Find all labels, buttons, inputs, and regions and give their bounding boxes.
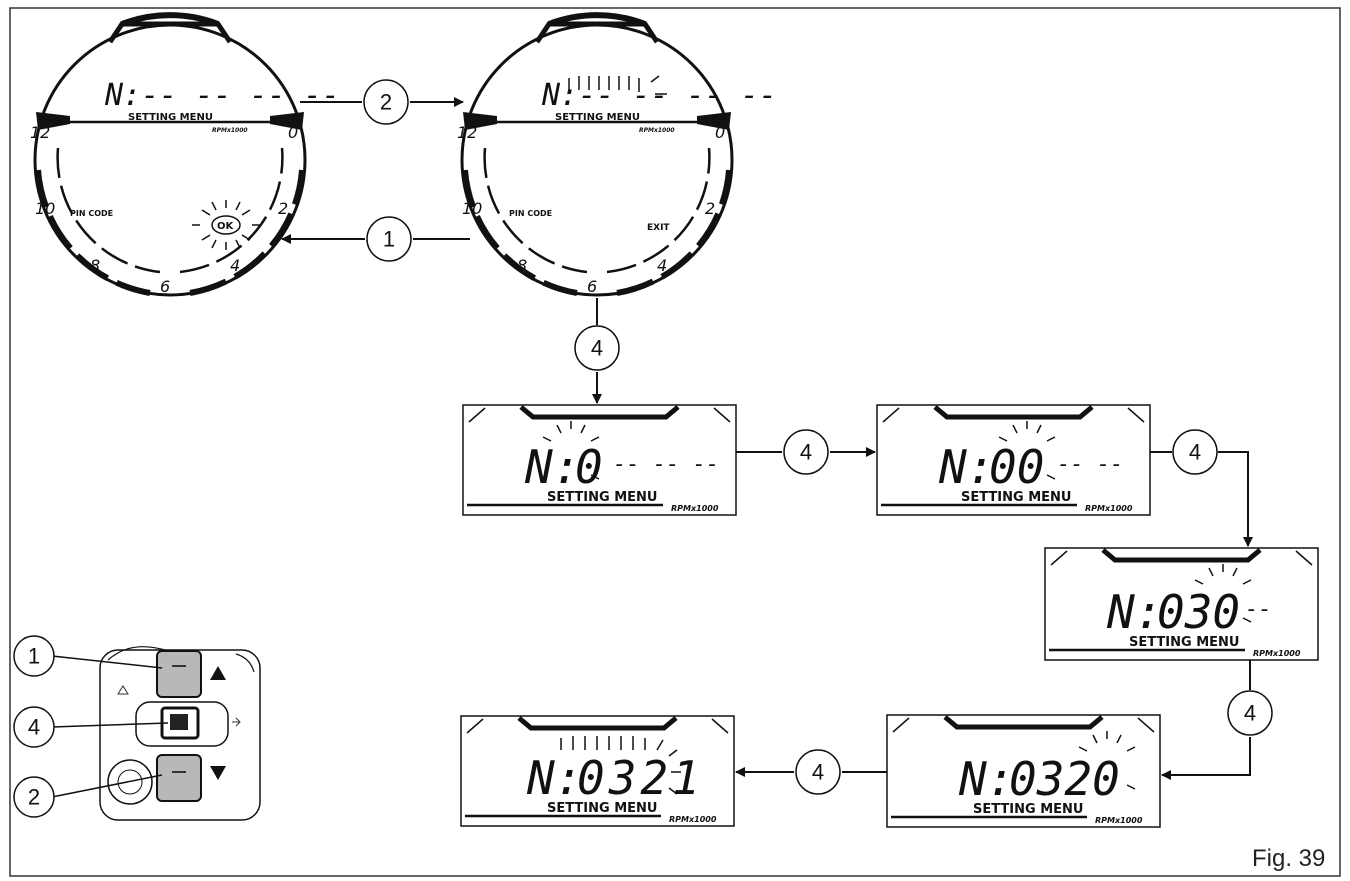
lcd-screen-2: N: 00 -- -- SETTING MENU RPMx1000 [876, 404, 1151, 516]
down-button[interactable] [156, 754, 202, 802]
lcd-screen-3-menu-label: SETTING MENU [1129, 635, 1239, 650]
lcd-screen-3-prefix: N: [1106, 585, 1162, 639]
gauge-2-left-label: PIN CODE [509, 209, 552, 218]
gauge-2: N:-- -- -- -- SETTING MENU RPMx1000 PIN … [457, 12, 777, 297]
gauge-2-tick-8: 8 [517, 256, 527, 275]
lcd-screen-4-prefix: N: [958, 752, 1014, 806]
lcd-screen-5-prefix: N: [526, 751, 582, 805]
lcd-screen-2-menu-label: SETTING MENU [961, 490, 1071, 505]
callout-4-lcd4: 4 [795, 749, 841, 795]
callout-4-lcd2: 4 [1172, 429, 1218, 475]
svg-text:4: 4 [1244, 701, 1256, 726]
lcd-screen-1-dashes: -- -- -- [613, 452, 719, 477]
blink-rays-icon [1194, 564, 1252, 623]
svg-text:4: 4 [800, 440, 812, 465]
svg-text:4: 4 [28, 715, 40, 740]
gauge-1-tick-0: 0 [288, 123, 298, 142]
gauge-2-tick-0: 0 [715, 123, 725, 142]
gauge-1-display: N:-- -- -- -- [104, 78, 340, 113]
svg-text:4: 4 [1189, 440, 1201, 465]
gauge-2-tick-12: 12 [457, 123, 477, 142]
svg-text:2: 2 [380, 90, 392, 115]
flow-arrows [281, 97, 1253, 780]
gauge-2-menu-label: SETTING MENU [555, 112, 640, 123]
lcd-screen-3-rpm-label: RPMx1000 [1253, 649, 1301, 658]
lcd-screen-3: N: 030 -- SETTING MENU RPMx1000 [1044, 547, 1319, 661]
lcd-screen-3-dashes: -- [1245, 597, 1272, 622]
arrow-lcd2-to-lcd3-b [1218, 451, 1253, 547]
gauge-2-display: N:-- -- -- -- [541, 78, 777, 113]
rotary-knob-icon [107, 759, 153, 805]
gauge-1-tick-10: 10 [35, 199, 55, 218]
lcd-screen-4-digits: 0320 [1009, 752, 1120, 806]
gauge-1-ok-indicator: OK [192, 200, 260, 250]
gauge-2-tick-10: 10 [462, 199, 482, 218]
figure-caption: Fig. 39 [1252, 845, 1325, 872]
callout-4-switch: 4 [13, 706, 55, 748]
gauge-1-tick-8: 8 [90, 256, 100, 275]
lcd-screen-2-digits: 00 [989, 440, 1044, 494]
svg-text:1: 1 [383, 227, 395, 252]
triangle-down-icon [210, 766, 226, 780]
gauge-1-tick-4: 4 [230, 256, 240, 275]
callout-4-gauge2: 4 [574, 325, 620, 371]
blink-rays-icon [998, 421, 1056, 480]
callout-1-top: 1 [366, 216, 412, 262]
gauge-1-rpm-label: RPMx1000 [212, 127, 248, 134]
lcd-screen-5-rpm-label: RPMx1000 [669, 815, 717, 824]
gauge-2-tick-2: 2 [705, 199, 715, 218]
svg-text:4: 4 [591, 336, 603, 361]
lcd-screen-3-digits: 030 [1157, 585, 1240, 639]
lcd-screen-2-rpm-label: RPMx1000 [1085, 504, 1133, 513]
gauge-1-right-label: OK [217, 221, 235, 232]
figure-frame [9, 7, 1341, 877]
arrow-lcd3-to-lcd4-b [1161, 737, 1251, 780]
handlebar-switch [51, 646, 261, 821]
triangle-up-icon [210, 666, 226, 680]
blink-rays-icon [542, 421, 600, 480]
gauge-1-menu-label: SETTING MENU [128, 112, 213, 123]
lcd-screen-2-dashes: -- -- [1057, 452, 1123, 477]
gauge-2-rpm-label: RPMx1000 [639, 127, 675, 134]
lcd-screen-1-rpm-label: RPMx1000 [671, 504, 719, 513]
callout-4-lcd3: 4 [1227, 690, 1273, 736]
lcd-screen-4: N: 0320 SETTING MENU RPMx1000 [886, 714, 1161, 828]
blink-rays-icon [1078, 731, 1136, 790]
lcd-screen-1-menu-label: SETTING MENU [547, 490, 657, 505]
lcd-screen-4-menu-label: SETTING MENU [973, 802, 1083, 817]
gauge-2-right-label: EXIT [647, 223, 670, 233]
gauge-1-left-label: PIN CODE [70, 209, 113, 218]
callout-4-lcd1: 4 [783, 429, 829, 475]
lcd-screen-4-rpm-label: RPMx1000 [1095, 816, 1143, 825]
svg-text:4: 4 [812, 760, 824, 785]
blink-rays-icon [192, 200, 260, 250]
gauge-1-tick-2: 2 [278, 199, 288, 218]
lcd-screen-2-prefix: N: [938, 440, 994, 494]
blink-marks-icon [560, 736, 681, 795]
up-button[interactable] [156, 650, 202, 698]
gauge-1-tick-12: 12 [30, 123, 50, 142]
lcd-screen-1-digits: 0 [575, 440, 603, 494]
callout-2-switch: 2 [13, 776, 55, 818]
callout-2-top: 2 [363, 79, 409, 125]
callout-1-switch: 1 [13, 635, 55, 677]
svg-text:1: 1 [28, 644, 40, 669]
lcd-screen-5: N: 0321 SETTING MENU RPMx1000 [460, 715, 735, 827]
lcd-screen-5-menu-label: SETTING MENU [547, 801, 657, 816]
gauge-2-tick-6: 6 [587, 277, 597, 296]
gauge-2-tick-4: 4 [657, 256, 667, 275]
lcd-screen-1-prefix: N: [524, 440, 580, 494]
lcd-screen-1: N: 0 -- -- -- SETTING MENU RPMx1000 [462, 404, 737, 516]
lcd-screen-5-digits: 0321 [577, 751, 704, 805]
svg-text:2: 2 [28, 785, 40, 810]
gauge-1: N:-- -- -- -- SETTING MENU RPMx1000 PIN … [30, 12, 340, 297]
blink-marks-icon [568, 75, 667, 95]
gauge-1-tick-6: 6 [160, 277, 170, 296]
